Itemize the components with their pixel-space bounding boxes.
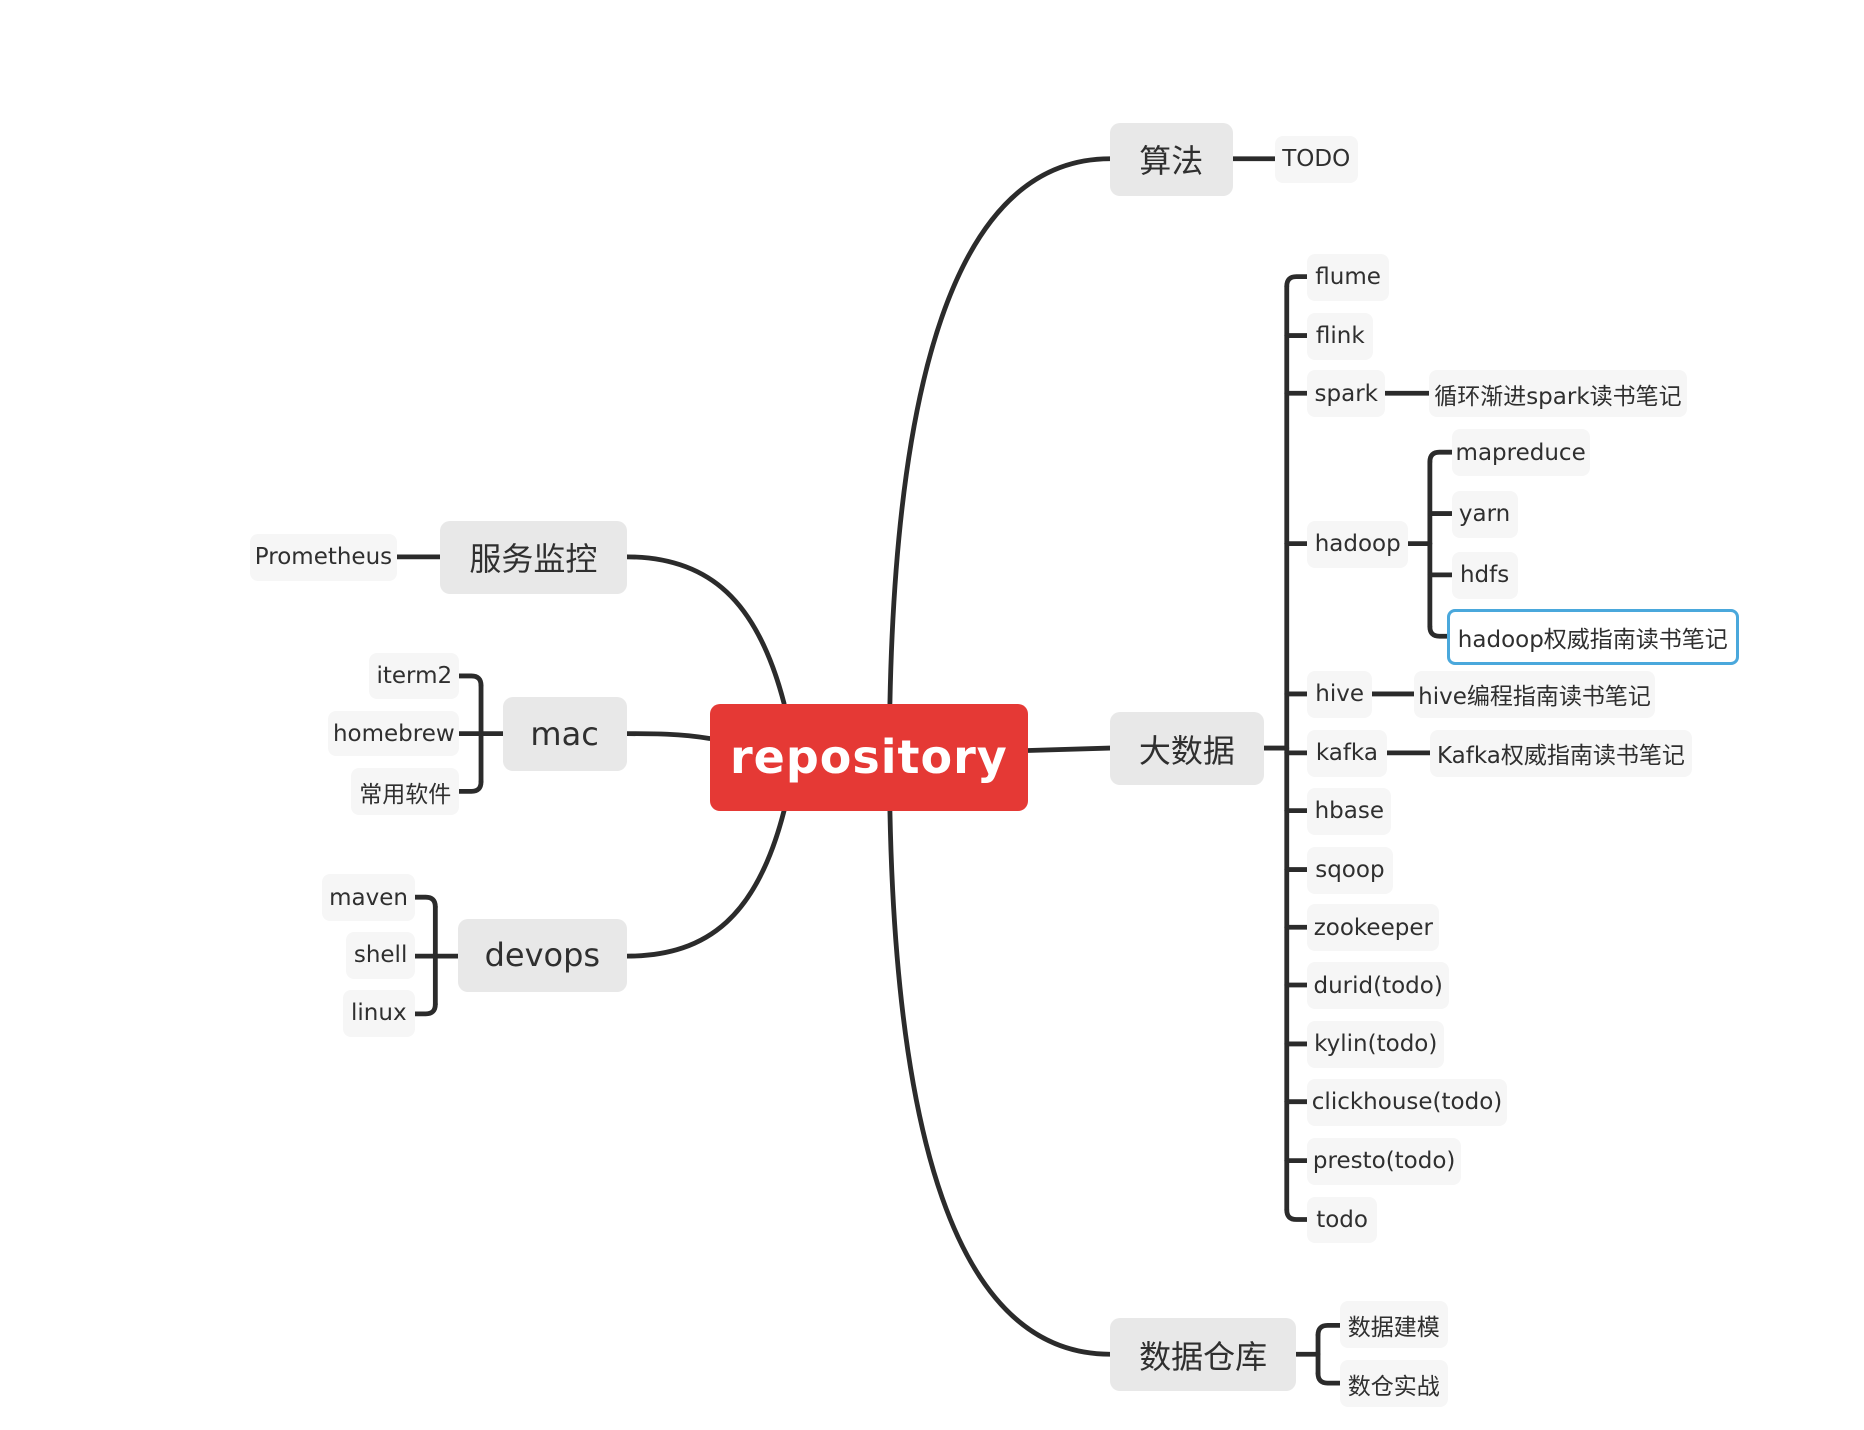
subtopic-flume[interactable]: flume [1307, 253, 1389, 301]
connector-line-2 [887, 808, 1113, 1357]
subtopic-hdfs[interactable]: hdfs [1451, 551, 1518, 599]
connector-line-31 [1427, 624, 1450, 639]
connector-line-41 [456, 779, 484, 794]
subtopic-spark[interactable]: spark [1307, 370, 1386, 418]
connector-line-39 [456, 673, 484, 688]
connector-line-0 [887, 156, 1113, 706]
subtopic-hadoop-guide-notes[interactable]: hadoop权威指南读书笔记 [1446, 608, 1739, 666]
subtopic-mapreduce[interactable]: mapreduce [1451, 429, 1590, 477]
subtopic-common-software[interactable]: 常用软件 [351, 768, 460, 816]
subtopic-prometheus[interactable]: Prometheus [250, 533, 397, 581]
subtopic-flink[interactable]: flink [1307, 312, 1374, 360]
subtopic-hive[interactable]: hive [1307, 671, 1373, 718]
subtopic-maven[interactable]: maven [322, 874, 415, 922]
subtopic-presto[interactable]: presto(todo) [1307, 1137, 1462, 1185]
connector-line-28 [1427, 449, 1454, 465]
subtopic-data-modeling[interactable]: 数据建模 [1339, 1301, 1448, 1349]
subtopic-shell[interactable]: shell [346, 932, 415, 979]
connector-line-35 [1315, 1371, 1343, 1386]
connector-line-34 [1315, 1322, 1343, 1338]
topic-algorithms[interactable]: 算法 [1109, 122, 1233, 196]
subtopic-kafka[interactable]: kafka [1307, 729, 1387, 777]
subtopic-spark-notes[interactable]: 循环渐进spark读书笔记 [1428, 370, 1688, 418]
subtopic-warehouse-practice[interactable]: 数仓实战 [1339, 1360, 1448, 1407]
subtopic-zookeeper[interactable]: zookeeper [1307, 904, 1440, 952]
subtopic-todo-algorithms[interactable]: TODO [1274, 135, 1358, 183]
root-topic[interactable]: repository [709, 703, 1029, 811]
subtopic-hbase[interactable]: hbase [1307, 787, 1392, 835]
connector-line-22 [1284, 1207, 1310, 1222]
connector-line-4 [624, 731, 712, 741]
subtopic-durid[interactable]: durid(todo) [1307, 962, 1450, 1009]
subtopic-hive-guide-notes[interactable]: hive编程指南读书笔记 [1414, 671, 1655, 718]
connector-line-5 [624, 808, 787, 959]
topic-data-warehouse[interactable]: 数据仓库 [1109, 1318, 1297, 1392]
subtopic-yarn[interactable]: yarn [1451, 490, 1518, 538]
connector-line-44 [412, 894, 438, 910]
subtopic-clickhouse[interactable]: clickhouse(todo) [1307, 1078, 1507, 1126]
subtopic-sqoop[interactable]: sqoop [1307, 846, 1393, 894]
topic-big-data[interactable]: 大数据 [1109, 711, 1264, 786]
connector-line-9 [1284, 274, 1310, 289]
topic-devops[interactable]: devops [458, 918, 627, 993]
subtopic-homebrew[interactable]: homebrew [328, 710, 460, 757]
topic-mac[interactable]: mac [502, 697, 627, 771]
subtopic-iterm2[interactable]: iterm2 [369, 653, 460, 699]
connector-line-46 [412, 1001, 438, 1017]
subtopic-todo-bigdata[interactable]: todo [1307, 1196, 1377, 1244]
topic-service-monitoring[interactable]: 服务监控 [440, 520, 627, 595]
subtopic-kylin[interactable]: kylin(todo) [1307, 1020, 1445, 1068]
subtopic-linux[interactable]: linux [342, 989, 415, 1037]
connector-line-3 [624, 554, 787, 706]
connector-line-1 [1025, 745, 1113, 753]
subtopic-kafka-guide-notes[interactable]: Kafka权威指南读书笔记 [1429, 729, 1693, 777]
subtopic-hadoop[interactable]: hadoop [1307, 520, 1409, 568]
